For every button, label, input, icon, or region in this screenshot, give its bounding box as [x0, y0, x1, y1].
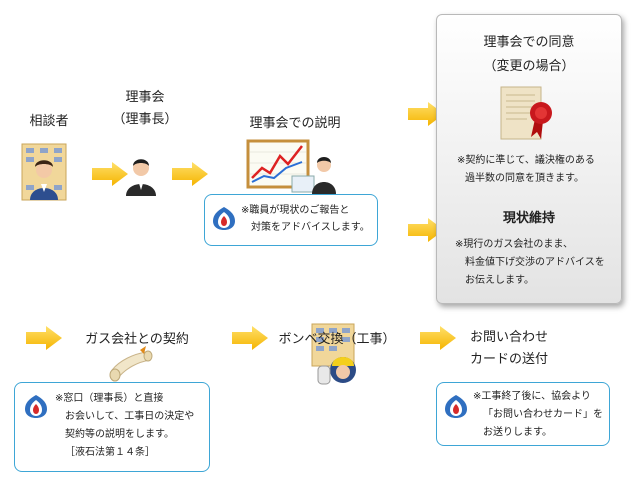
step-consultant-label: 相談者 [29, 114, 69, 129]
step-board-label: 理事会 [125, 90, 165, 105]
step-consent-sublabel: （変更の場合） [483, 59, 575, 74]
gas-cylinder-building-icon [310, 322, 358, 386]
consultant-building-icon [20, 140, 68, 202]
step-status-quo-label: 現状維持 [502, 211, 555, 226]
step-card-label: お問い合わせ [470, 330, 549, 345]
card-note-line: お送りします。 [483, 427, 552, 438]
association-logo-icon [211, 205, 237, 231]
contract-note-line: 契約等の説明をします。 [65, 429, 174, 440]
association-logo-icon [443, 393, 469, 419]
explanation-note-line: ※職員が現状のご報告と [241, 205, 350, 216]
explanation-note-box: ※職員が現状のご報告と 対策をアドバイスします。 [204, 194, 378, 246]
decision-panel: 理事会での同意 （変更の場合） ※契約に準じて、議決権のある 過半数の同意を頂き… [436, 14, 622, 304]
arrow-right-icon [172, 162, 208, 186]
arrow-right-icon [420, 326, 456, 350]
presentation-chart-icon [246, 138, 338, 194]
card-note-box: ※工事終了後に、協会より 「お問い合わせカード」を お送りします。 [436, 382, 610, 446]
explanation-note-line: 対策をアドバイスします。 [251, 222, 370, 233]
consent-note-line: 過半数の同意を頂きます。 [465, 173, 584, 184]
step-explanation-label: 理事会での説明 [249, 116, 341, 131]
arrow-right-icon [232, 326, 268, 350]
contract-scroll-icon [106, 346, 154, 386]
step-board-sublabel: （理事長） [112, 112, 178, 127]
step-card-sublabel: カードの送付 [470, 352, 549, 367]
status-quo-note-line: お伝えします。 [465, 275, 534, 286]
association-logo-icon [23, 393, 49, 419]
status-quo-note-line: 料金値下げ交渉のアドバイスを [465, 257, 605, 268]
chairman-person-icon [124, 156, 158, 196]
step-exchange-label: ボンベ交換（工事） [278, 332, 396, 347]
contract-note-box: ※窓口（理事長）と直接 お会いして、工事日の決定や 契約等の説明をします。 ［液… [14, 382, 210, 472]
contract-note-line: お会いして、工事日の決定や [65, 411, 195, 422]
contract-note-line: ※窓口（理事長）と直接 [55, 393, 164, 404]
step-consent-label: 理事会での同意 [483, 35, 575, 50]
status-quo-note-line: ※現行のガス会社のまま、 [455, 239, 573, 250]
contract-note-line: ［液石法第１４条］ [65, 447, 155, 458]
consent-note-line: ※契約に準じて、議決権のある [457, 155, 595, 166]
card-note-line: ※工事終了後に、協会より [473, 391, 591, 402]
arrow-right-icon [26, 326, 62, 350]
sealed-document-icon [497, 85, 561, 143]
arrow-right-icon [92, 162, 128, 186]
card-note-line: 「お問い合わせカード」を [483, 409, 603, 420]
step-contract-label: ガス会社との契約 [85, 332, 189, 347]
